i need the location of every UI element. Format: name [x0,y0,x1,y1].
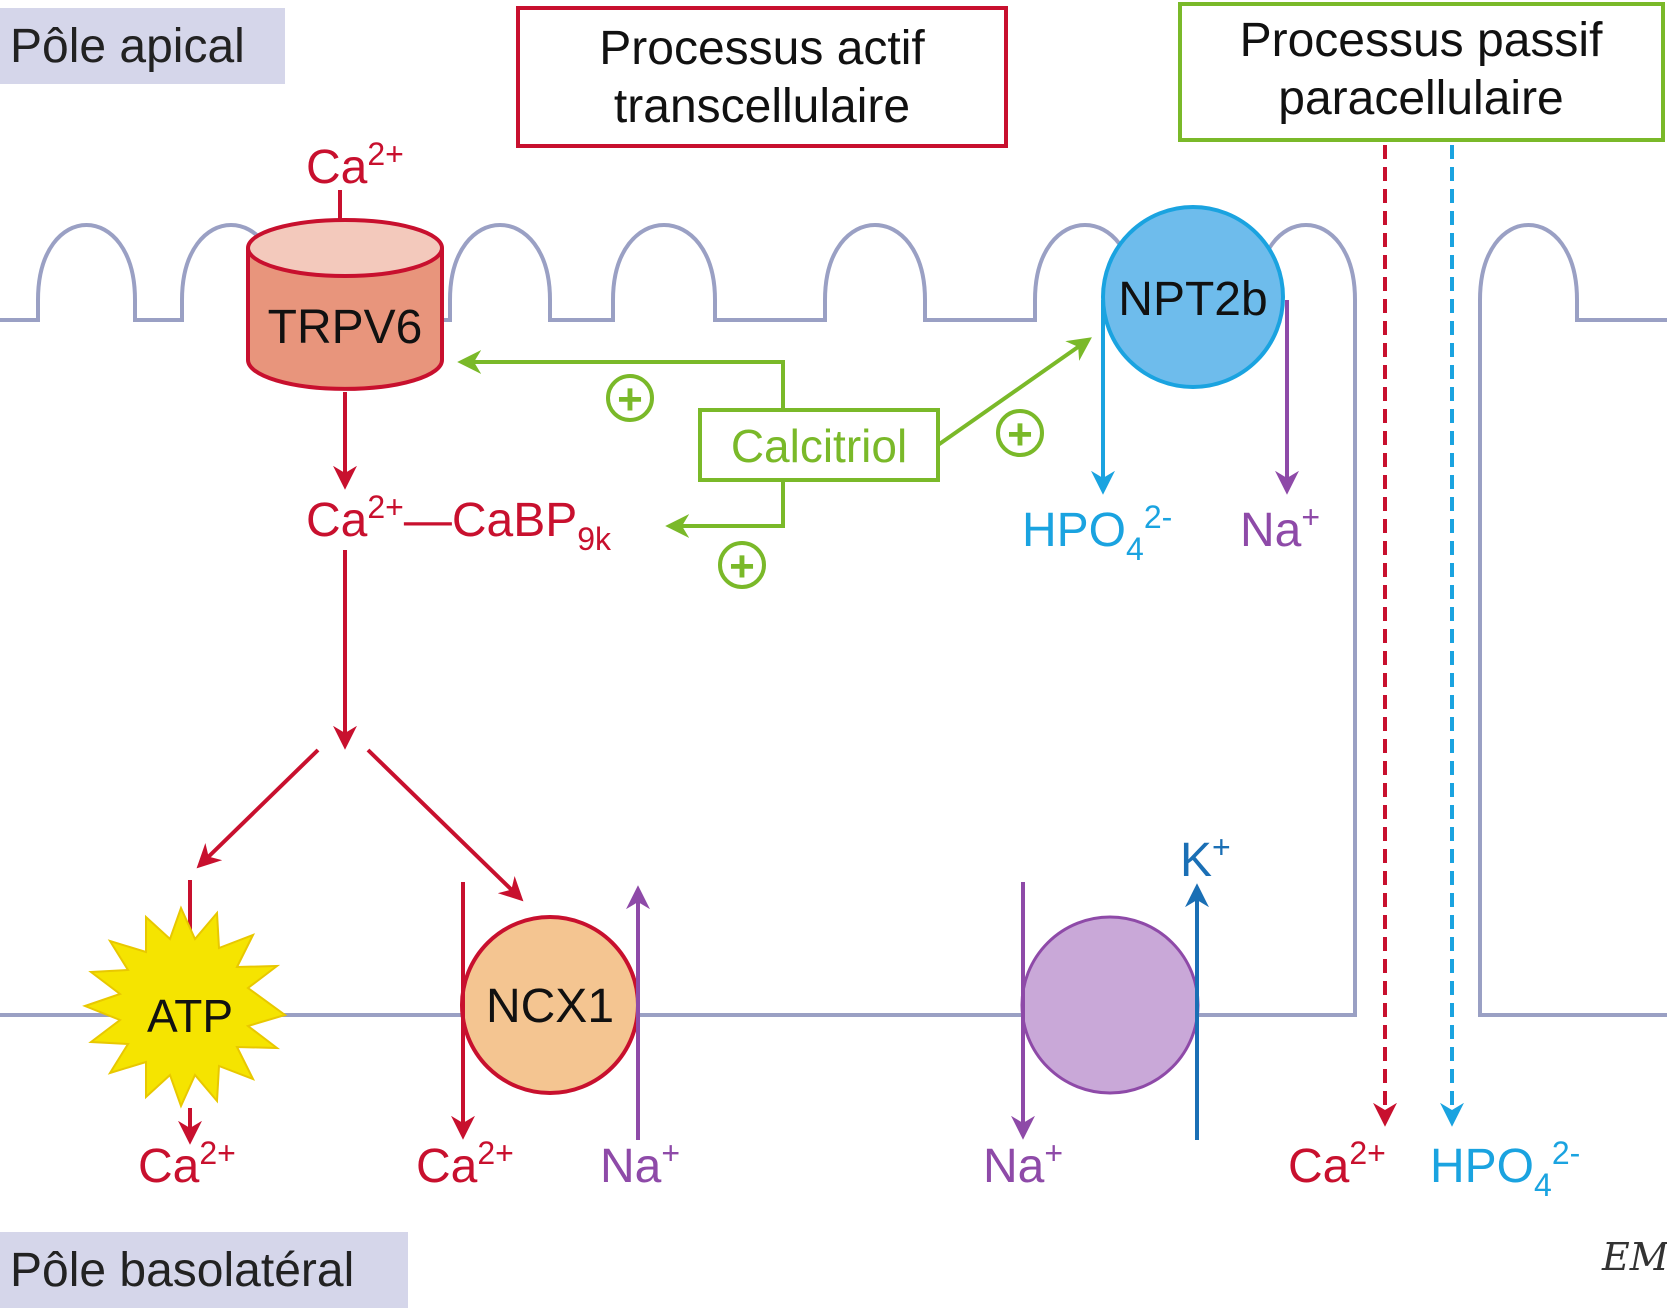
trpv6-label: TRPV6 [268,301,423,354]
ca-paracellular-label: Ca2+ [1288,1135,1386,1193]
pole-basolateral-bg [0,1232,408,1308]
emc-logo: EMC [1601,1235,1667,1279]
arrow-to-atp [196,748,320,869]
ca-apical-label: Ca2+ [306,136,404,194]
ca-cabp-label: Ca2+—CaBP9k [306,489,612,557]
passif-box-line1: Processus passif [1240,14,1603,67]
ca-ncx1-out-label: Ca2+ [416,1135,514,1193]
passif-box [1178,2,1665,142]
pole-apical-label: Pôle apical [10,20,245,73]
npt2b-transporter [1101,205,1285,389]
svg-text:+: + [1007,410,1033,459]
plus-npt2b: + [996,409,1044,459]
plus-trpv6: + [606,374,654,424]
svg-text:+: + [729,542,755,591]
arrow-calcitriol-to-trpv6 [457,350,785,410]
na-cell-label: Na+ [1240,499,1320,557]
k-label: K+ [1180,829,1231,887]
ca-atp-out-label: Ca2+ [138,1135,236,1193]
hpo4-cell-label: HPO42- [1022,499,1172,567]
passif-box-line2: paracellulaire [1278,72,1564,125]
trpv6-channel: TRPV6 [246,218,444,391]
actif-box [516,6,1008,148]
na-ncx1-label: Na+ [600,1135,680,1193]
arrow-calcitriol-to-cabp [665,480,785,538]
ncx1-label: NCX1 [486,980,614,1033]
plus-cabp: + [718,541,766,591]
na-k-pump [1020,915,1200,1095]
arrow-calcitriol-to-npt2b [936,337,1092,447]
arrow-to-ncx1 [366,748,524,902]
npt2b-label: NPT2b [1118,273,1267,326]
pole-apical-bg [0,8,285,84]
hpo4-paracellular-label: HPO42- [1430,1135,1580,1203]
actif-box-line1: Processus actif [599,22,925,75]
calcitriol-label: Calcitriol [731,420,907,472]
pole-basolateral-label: Pôle basolatéral [10,1244,354,1297]
neighbor-cell-membrane [1478,223,1667,1017]
atp-label: ATP [147,990,233,1042]
na-pump-label: Na+ [983,1135,1063,1193]
calcitriol-box [698,408,940,482]
actif-box-line2: transcellulaire [614,80,910,133]
svg-text:+: + [617,375,643,424]
atp-pump [82,905,288,1109]
